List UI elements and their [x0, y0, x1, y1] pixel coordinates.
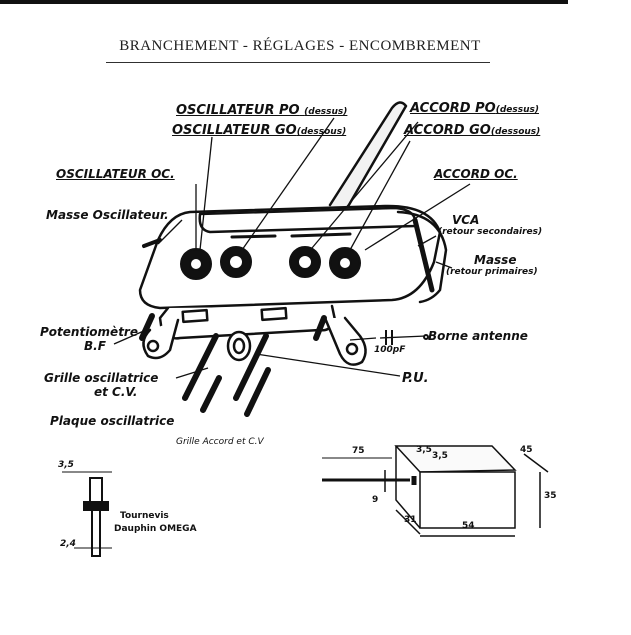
label-accord-oc: ACCORD OC. — [434, 167, 518, 181]
screwdriver-caption-1: Tournevis — [120, 511, 169, 521]
label-capacitor: 100pF — [374, 345, 406, 355]
dim-45: 45 — [520, 445, 533, 455]
label-grille-oscillatrice-cv: et C.V. — [94, 385, 138, 399]
dimension-drawing — [322, 445, 549, 537]
title-underline — [106, 62, 490, 63]
label-masse-oscillateur: Masse Oscillateur. — [46, 208, 169, 222]
label-potentiometre: Potentiomètre — [40, 325, 138, 339]
capacitor-symbol — [385, 330, 429, 345]
label-borne-antenne: Borne antenne — [428, 329, 528, 343]
label-potentiometre-bf: B.F — [84, 339, 106, 353]
leader-lines — [113, 117, 471, 379]
label-oscillateur-po: OSCILLATEUR PO (dessus) — [176, 103, 348, 118]
dim-3-5-a: 3,5 — [416, 445, 432, 455]
dim-35: 35 — [544, 491, 557, 501]
screwdriver-caption-2: Dauphin OMEGA — [114, 524, 197, 534]
screwdriver-dim-top: 3,5 — [58, 460, 74, 470]
label-plaque-oscillatrice: Plaque oscillatrice — [50, 414, 175, 428]
screwdriver-drawing — [62, 471, 112, 557]
dim-54: 54 — [462, 521, 475, 531]
label-pu: P.U. — [402, 371, 429, 386]
label-oscillateur-oc: OSCILLATEUR OC. — [56, 167, 175, 181]
dim-9: 9 — [372, 495, 379, 505]
label-accord-po: ACCORD PO(dessus) — [410, 101, 539, 116]
connection-pins — [139, 238, 327, 417]
label-grille-accord: Grille Accord et C.V — [176, 437, 264, 447]
label-vca-note: (retour secondaires) — [438, 227, 543, 237]
top-border-line — [0, 0, 568, 4]
adjustment-cores — [180, 246, 361, 280]
dim-3-5-b: 3,5 — [432, 451, 448, 461]
dim-75: 75 — [352, 446, 365, 456]
dim-31: 31 — [404, 515, 417, 525]
screwdriver-dim-bottom: 2,4 — [60, 539, 76, 549]
diagram-title: BRANCHEMENT - RÉGLAGES - ENCOMBREMENT — [119, 38, 481, 54]
label-masse: Masse — [474, 253, 517, 267]
side-strip — [412, 217, 435, 293]
label-masse-note: (retour primaires) — [446, 267, 538, 277]
label-oscillateur-go: OSCILLATEUR GO(dessous) — [172, 123, 347, 138]
adjusting-rod — [328, 101, 408, 212]
label-vca: VCA — [452, 213, 480, 227]
label-accord-go: ACCORD GO(dessous) — [404, 123, 541, 138]
label-grille-oscillatrice: Grille oscillatrice — [44, 371, 159, 385]
mounting-tab-right — [323, 316, 367, 366]
